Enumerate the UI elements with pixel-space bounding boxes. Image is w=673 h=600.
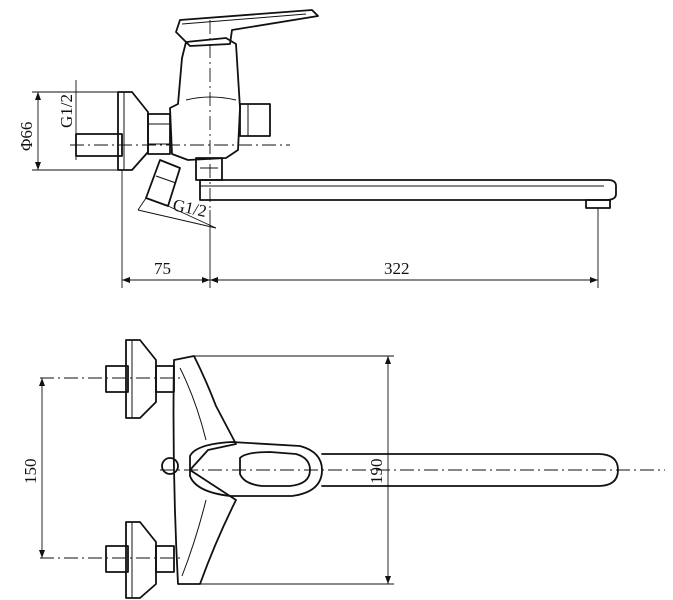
- dim-spout-length: 322: [384, 259, 410, 278]
- connector-nut: [147, 113, 171, 155]
- top-body: [172, 355, 237, 585]
- spout: [199, 179, 617, 201]
- mixer-body: [169, 37, 241, 161]
- dim-inlet-thread-top: G1/2: [57, 94, 76, 128]
- top-flange: [125, 339, 157, 419]
- side-view: Φ66 G1/2 G1/2 75 322: [17, 9, 617, 288]
- dim-body-diameter: Φ66: [17, 122, 36, 151]
- bottom-flange: [125, 521, 157, 599]
- lever-handle: [175, 9, 319, 47]
- dim-body-depth: 190: [367, 459, 386, 485]
- top-view: 150 190: [21, 339, 665, 599]
- aerator: [585, 199, 611, 209]
- spout-connector: [195, 157, 223, 181]
- dim-wall-to-body: 75: [154, 259, 171, 278]
- dim-inlet-spacing: 150: [21, 459, 40, 485]
- wall-flange: [117, 91, 149, 171]
- diverter-knob: [239, 103, 271, 137]
